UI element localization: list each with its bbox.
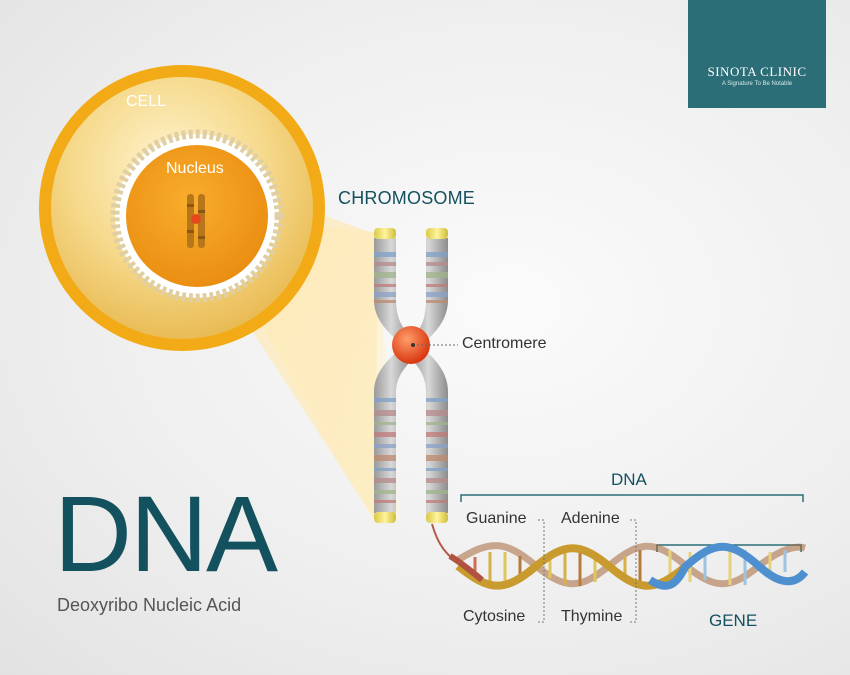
guanine-label: Guanine: [466, 510, 527, 527]
telomere-cap: [426, 228, 448, 239]
logo-tagline: A Signature To Be Notable: [721, 81, 793, 87]
helix-strand-front-blue: [647, 542, 809, 590]
cytosine-label: Cytosine: [463, 608, 526, 625]
nucleus-label: Nucleus: [166, 160, 224, 177]
chromosome: [374, 228, 448, 523]
clinic-logo[interactable]: SINOTA CLINIC A Signature To Be Notable: [688, 0, 826, 108]
thymine-label: Thymine: [561, 608, 623, 625]
base-leaders: [538, 519, 637, 623]
telomere-cap: [374, 228, 396, 239]
chromosome-label: CHROMOSOME: [338, 188, 475, 208]
logo-name: SINOTA CLINIC: [707, 64, 807, 79]
helix-strand-front: [455, 544, 688, 590]
centromere-leader-dot: [411, 343, 415, 347]
cell-label: CELL: [126, 93, 167, 110]
gene-label: GENE: [709, 611, 758, 630]
adenine-label: Adenine: [561, 510, 620, 527]
page-title: DNA: [54, 473, 278, 594]
chromosome-bands: [374, 252, 448, 503]
mini-chromosome: [187, 194, 205, 248]
centromere-label: Centromere: [462, 335, 547, 352]
telomere-cap: [426, 512, 448, 523]
dna-bracket: [460, 494, 804, 502]
dna-helix: [448, 542, 809, 590]
telomere-cap: [374, 512, 396, 523]
dna-strand-label: DNA: [611, 470, 647, 489]
page-subtitle: Deoxyribo Nucleic Acid: [57, 595, 242, 615]
cell: [39, 65, 325, 351]
helix-strand-start: [448, 553, 484, 583]
